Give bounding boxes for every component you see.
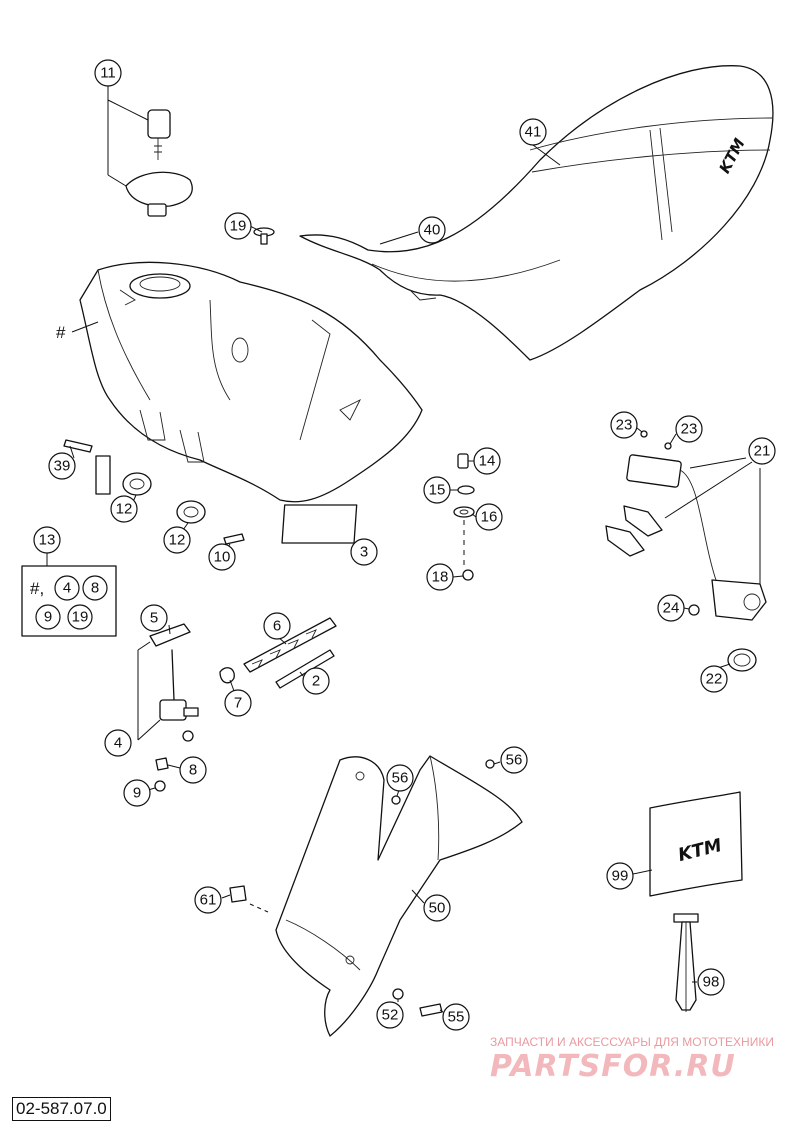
diagram-reference-code: 02-587.07.0	[12, 1097, 111, 1121]
callout-8: 8	[179, 756, 207, 784]
callout-14: 14	[473, 447, 501, 475]
fuel-tank: #	[56, 261, 423, 503]
callout-56-left: 56	[386, 764, 414, 792]
svg-text:21: 21	[754, 443, 771, 460]
callout-56-right: 56	[500, 746, 528, 774]
callout-23-right: 23	[675, 415, 703, 443]
svg-text:16: 16	[481, 509, 498, 526]
svg-text:12: 12	[116, 501, 133, 518]
callout-23-left: 23	[610, 411, 638, 439]
callout-55: 55	[442, 1003, 470, 1031]
callout-39: 39	[48, 452, 76, 480]
svg-text:15: 15	[429, 482, 446, 499]
callout-13: 13	[33, 526, 61, 554]
leader-lines	[69, 144, 731, 1013]
svg-text:50: 50	[429, 900, 446, 917]
svg-text:9: 9	[44, 609, 52, 626]
svg-text:11: 11	[100, 65, 116, 82]
svg-text:6: 6	[273, 618, 281, 635]
tool-98	[673, 913, 699, 1012]
svg-text:4: 4	[63, 580, 71, 597]
watermark-tagline: ЗАПЧАСТИ И АКСЕССУАРЫ ДЛЯ МОТОТЕХНИКИ	[490, 1035, 774, 1049]
callout-9: 9	[123, 779, 151, 807]
svg-text:7: 7	[234, 695, 242, 712]
callout-24: 24	[657, 594, 685, 622]
svg-text:22: 22	[706, 671, 723, 688]
fuel-tap-assembly	[137, 623, 235, 792]
svg-text:13: 13	[39, 532, 56, 549]
callout-11: 11	[94, 59, 122, 87]
kit-item-8: 8	[82, 575, 108, 601]
foam-pad-3	[281, 504, 358, 544]
svg-text:39: 39	[54, 458, 71, 475]
svg-text:99: 99	[612, 868, 629, 885]
svg-text:56: 56	[506, 752, 523, 769]
svg-text:19: 19	[230, 218, 247, 235]
fuel-hoses	[243, 617, 337, 689]
svg-text:2: 2	[312, 673, 320, 690]
side-cover-50	[229, 755, 523, 1037]
callout-5: 5	[140, 604, 168, 632]
kit-box-prefix: #,	[30, 579, 44, 598]
mounting-hardware	[453, 453, 475, 581]
callout-10: 10	[208, 543, 236, 571]
svg-text:3: 3	[360, 544, 368, 561]
callout-12-lower: 12	[163, 526, 191, 554]
svg-text:23: 23	[616, 417, 633, 434]
svg-text:56: 56	[392, 770, 409, 787]
callout-52: 52	[376, 1001, 404, 1029]
screw-19	[253, 227, 275, 245]
tank-cap-assembly	[107, 86, 193, 217]
svg-text:4: 4	[114, 735, 122, 752]
callout-15: 15	[423, 476, 451, 504]
svg-text:19: 19	[72, 609, 89, 626]
callout-18: 18	[426, 563, 454, 591]
callout-4: 4	[104, 729, 132, 757]
tank-kit-marker: #	[56, 323, 66, 342]
callout-19: 19	[224, 212, 252, 240]
callout-98: 98	[697, 968, 725, 996]
callout-2: 2	[302, 667, 330, 695]
kit-item-4: 4	[54, 575, 80, 601]
svg-text:61: 61	[200, 892, 217, 909]
svg-text:98: 98	[703, 974, 720, 991]
callout-7: 7	[224, 689, 252, 717]
watermark-site: PARTSFOR.RU	[490, 1049, 736, 1084]
svg-text:23: 23	[681, 421, 698, 438]
svg-text:9: 9	[133, 785, 141, 802]
callout-6: 6	[263, 612, 291, 640]
callout-12-upper: 12	[110, 495, 138, 523]
svg-text:8: 8	[91, 580, 99, 597]
callout-61: 61	[194, 886, 222, 914]
callout-50: 50	[423, 894, 451, 922]
callout-99: 99	[606, 862, 634, 890]
svg-text:18: 18	[432, 569, 449, 586]
svg-text:24: 24	[663, 600, 680, 617]
svg-text:12: 12	[169, 532, 186, 549]
svg-text:41: 41	[525, 124, 542, 141]
svg-text:55: 55	[448, 1009, 465, 1026]
kit-item-9: 9	[35, 604, 61, 630]
callout-21: 21	[748, 437, 776, 465]
svg-text:40: 40	[424, 222, 441, 239]
callout-16: 16	[475, 503, 503, 531]
svg-text:10: 10	[214, 549, 231, 566]
callout-40: 40	[418, 216, 446, 244]
svg-text:52: 52	[382, 1007, 399, 1024]
kit-item-19: 19	[67, 604, 93, 630]
watermark: ЗАПЧАСТИ И АКСЕССУАРЫ ДЛЯ МОТОТЕХНИКИ PA…	[490, 1035, 774, 1084]
ignition-lock-assembly	[605, 430, 767, 672]
callout-22: 22	[700, 665, 728, 693]
callout-3: 3	[350, 538, 378, 566]
svg-text:14: 14	[479, 453, 496, 470]
svg-text:5: 5	[150, 610, 158, 627]
svg-text:8: 8	[189, 762, 197, 779]
callout-41: 41	[519, 118, 547, 146]
document-wallet-99: KTM	[649, 791, 743, 897]
tank-mount-parts	[63, 439, 245, 545]
seat: KTM	[299, 65, 774, 361]
